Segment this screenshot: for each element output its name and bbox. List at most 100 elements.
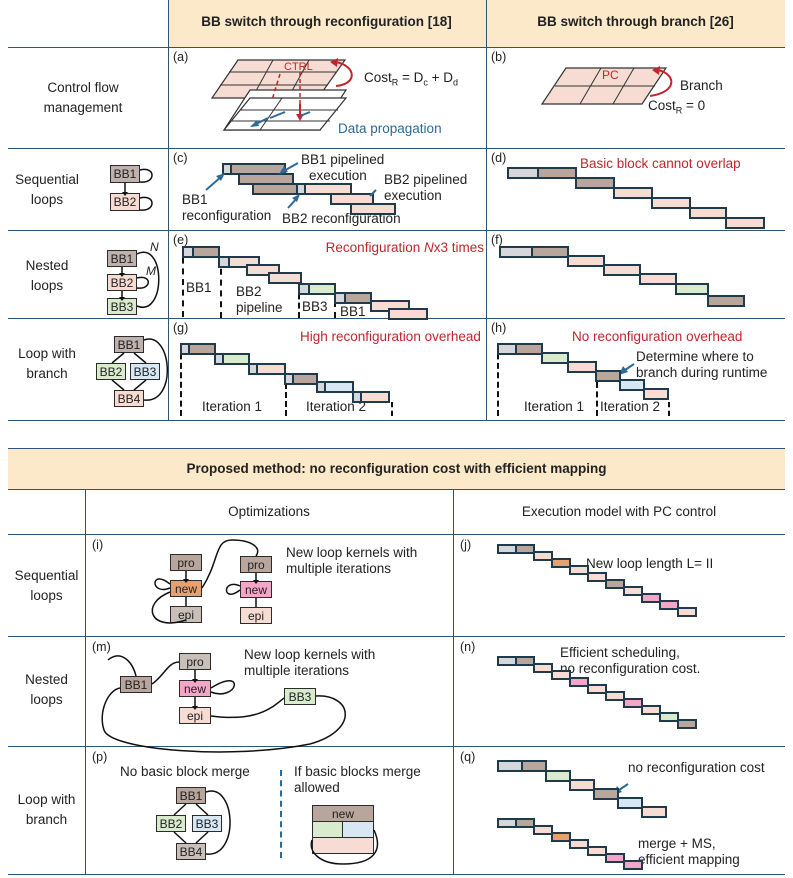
- panel-a-data-propagation: Data propagation: [338, 121, 442, 136]
- h-block: [567, 361, 597, 373]
- brow-label-sequential: Sequential loops: [14, 568, 79, 603]
- q-block: [593, 788, 619, 800]
- g-iter2: Iteration 2: [306, 399, 367, 414]
- cfg-nest-bb2: BB2: [107, 274, 137, 291]
- n-block: [533, 663, 553, 673]
- j-block: [605, 579, 625, 589]
- c-bb2-1: [304, 183, 352, 195]
- d-block: [689, 207, 727, 219]
- e-dash-2: [220, 258, 222, 318]
- d-block: [725, 217, 765, 229]
- j-block: [569, 565, 589, 575]
- divider: [486, 0, 487, 420]
- divider: [168, 0, 169, 420]
- h-block: [643, 388, 669, 400]
- f-block: [499, 246, 533, 258]
- f-block: [567, 255, 605, 267]
- f-block: [639, 273, 677, 285]
- row-label-branch: Loop with branch: [18, 346, 76, 381]
- j-block: [587, 572, 607, 582]
- divider: [8, 230, 785, 231]
- divider: [8, 148, 785, 149]
- col-optimizations: Optimizations: [228, 504, 310, 519]
- q-block: [641, 806, 667, 818]
- g-dash-1: [180, 344, 182, 416]
- j-block: [677, 607, 697, 617]
- i-new-2: new: [240, 581, 272, 598]
- n-block: [659, 712, 679, 722]
- i-pro-2: pro: [240, 556, 272, 573]
- f-block: [531, 246, 569, 258]
- panel-a-cost: CostR = Dc + Dd: [364, 70, 459, 88]
- n-block: [605, 691, 625, 701]
- cfg-nest-bb1: BB1: [107, 250, 137, 267]
- e-block: [344, 292, 372, 304]
- panel-tag-h: (h): [491, 321, 507, 335]
- g-dash-3: [391, 402, 393, 416]
- e-block: [192, 246, 220, 258]
- q-text-2: merge + MS,efficient mapping: [638, 836, 740, 867]
- n-block: [497, 656, 517, 666]
- panel-tag-f: (f): [491, 233, 503, 247]
- panel-tag-n: (n): [460, 640, 476, 654]
- e-note: Reconfiguration Nx3 times: [325, 240, 484, 255]
- d-block: [507, 167, 539, 179]
- row-label-nested: Nested loops: [25, 258, 69, 293]
- p-merged-new: new: [312, 805, 374, 822]
- panel-b-branch: Branch: [680, 78, 723, 93]
- i-epi-2: epi: [240, 607, 272, 624]
- m-bb3: BB3: [284, 688, 316, 705]
- cfg-nest-bb3: BB3: [107, 298, 137, 315]
- g-dash-2: [285, 374, 287, 416]
- n-block: [677, 719, 697, 729]
- h-dash-3: [668, 402, 670, 416]
- divider: [8, 636, 785, 637]
- m-pro: pro: [179, 653, 211, 670]
- p-merged-peach: [312, 837, 374, 854]
- j-text: New loop length L= II: [586, 556, 714, 571]
- q-block: [623, 860, 643, 870]
- row-label-sequential: Sequential loops: [15, 172, 79, 207]
- q-block: [521, 760, 547, 772]
- m-epi: epi: [179, 707, 211, 724]
- q-block: [551, 832, 571, 842]
- q-block: [569, 779, 595, 791]
- f-block: [675, 283, 709, 295]
- divider: [453, 489, 454, 874]
- panel-tag-q: (q): [460, 750, 476, 764]
- brow-label-branch: Loop with branch: [17, 792, 76, 827]
- p-merged-green: [312, 821, 343, 838]
- q-block: [533, 825, 553, 835]
- h-iter1: Iteration 1: [524, 399, 585, 414]
- e-dash-3: [298, 284, 300, 318]
- e-block: [308, 283, 336, 295]
- h-block: [515, 343, 543, 355]
- e-dash-4: [334, 290, 336, 318]
- j-block: [623, 586, 643, 596]
- g-note: High reconfiguration overhead: [300, 329, 481, 344]
- c-bb2-3: [350, 203, 396, 215]
- j-block: [497, 544, 517, 554]
- p-separator: [280, 770, 282, 858]
- divider: [85, 489, 86, 874]
- panel-tag-b: (b): [491, 50, 507, 64]
- c-bb2-reconf: BB2 reconfiguration: [282, 211, 401, 226]
- i-pro-1: pro: [170, 554, 202, 571]
- g-block: [324, 381, 354, 393]
- h-note: No reconfiguration overhead: [572, 329, 743, 344]
- cfg-nest-m-label: M: [146, 264, 156, 278]
- d-block: [537, 167, 577, 179]
- cfg-br-bb2: BB2: [96, 363, 126, 380]
- p-bb1: BB1: [176, 787, 206, 804]
- cfg-nest-n-label: N: [150, 240, 159, 254]
- n-block: [569, 677, 589, 687]
- col-execution-model: Execution model with PC control: [521, 504, 717, 519]
- n-text: Efficient scheduling,no reconfiguration …: [560, 645, 701, 676]
- j-block: [533, 551, 553, 561]
- g-block: [360, 391, 390, 403]
